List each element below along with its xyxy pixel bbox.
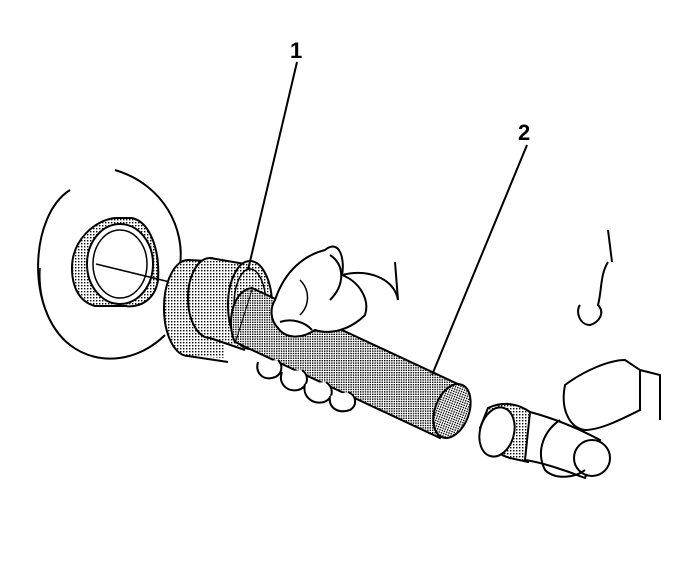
callout-1: 1 xyxy=(290,38,302,63)
callout-2: 2 xyxy=(518,120,530,145)
leader-line-1 xyxy=(247,61,298,271)
hammer xyxy=(478,402,611,480)
left-hand xyxy=(256,245,399,413)
housing-bore xyxy=(37,169,182,360)
alignment-line xyxy=(95,263,179,285)
leader-line-2 xyxy=(431,144,528,376)
right-hand xyxy=(540,229,661,478)
leader-lines xyxy=(247,61,528,376)
bushing xyxy=(70,217,160,308)
